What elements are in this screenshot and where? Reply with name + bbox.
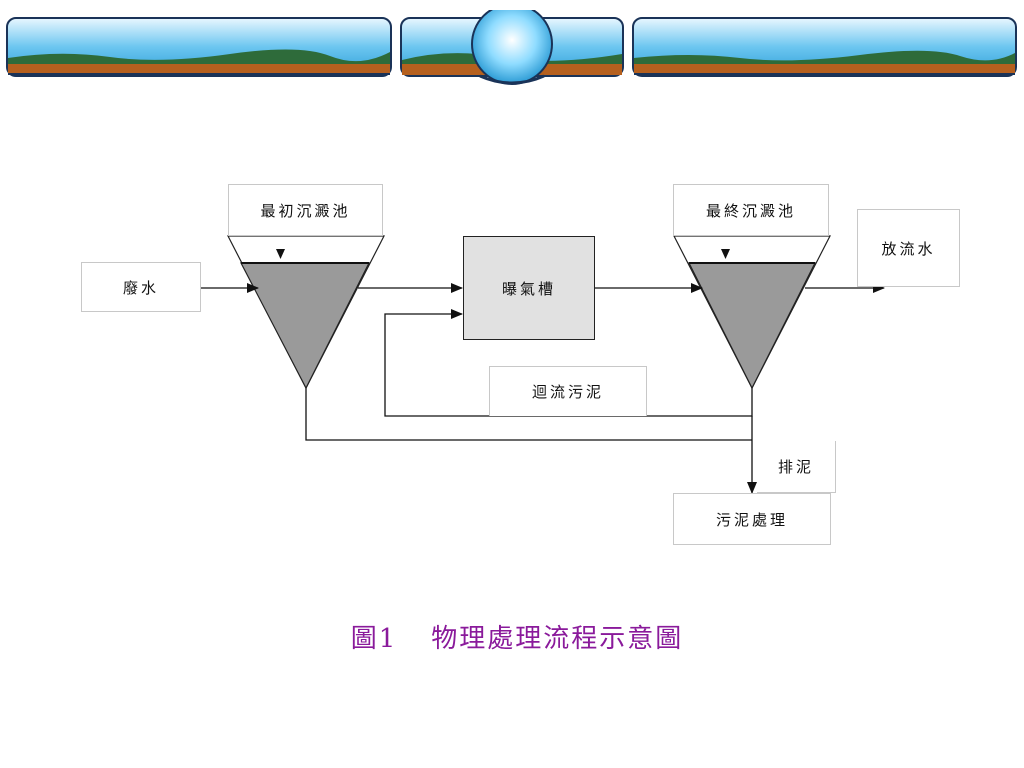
water-level-icon <box>721 249 730 259</box>
banner-panel-right <box>632 17 1017 77</box>
sludge-discharge-label: 排泥 <box>757 441 836 493</box>
banner-panel-left <box>6 17 392 77</box>
wastewater-label: 廢水 <box>81 262 201 312</box>
flow-return-sludge <box>384 309 753 417</box>
final-clarifier-label: 最終沉澱池 <box>673 184 829 236</box>
sludge-treatment-label: 污泥處理 <box>673 493 831 545</box>
banner-panel-center <box>400 10 624 85</box>
return-sludge-label: 迴流污泥 <box>489 366 647 416</box>
figure-caption: 圖1 物理處理流程示意圖 <box>0 618 1024 655</box>
effluent-label: 放流水 <box>857 209 960 287</box>
water-level-icon <box>276 249 285 259</box>
figure-title: 物理處理流程示意圖 <box>431 624 684 654</box>
primary-clarifier-label: 最初沉澱池 <box>228 184 383 236</box>
final-clarifier-tank <box>673 235 831 390</box>
figure-number: 圖1 <box>350 624 398 654</box>
primary-clarifier-tank <box>227 235 385 390</box>
header-banner <box>6 10 1017 85</box>
flow-primary-sludge <box>305 388 752 441</box>
aeration-tank-box: 曝氣槽 <box>463 236 595 340</box>
